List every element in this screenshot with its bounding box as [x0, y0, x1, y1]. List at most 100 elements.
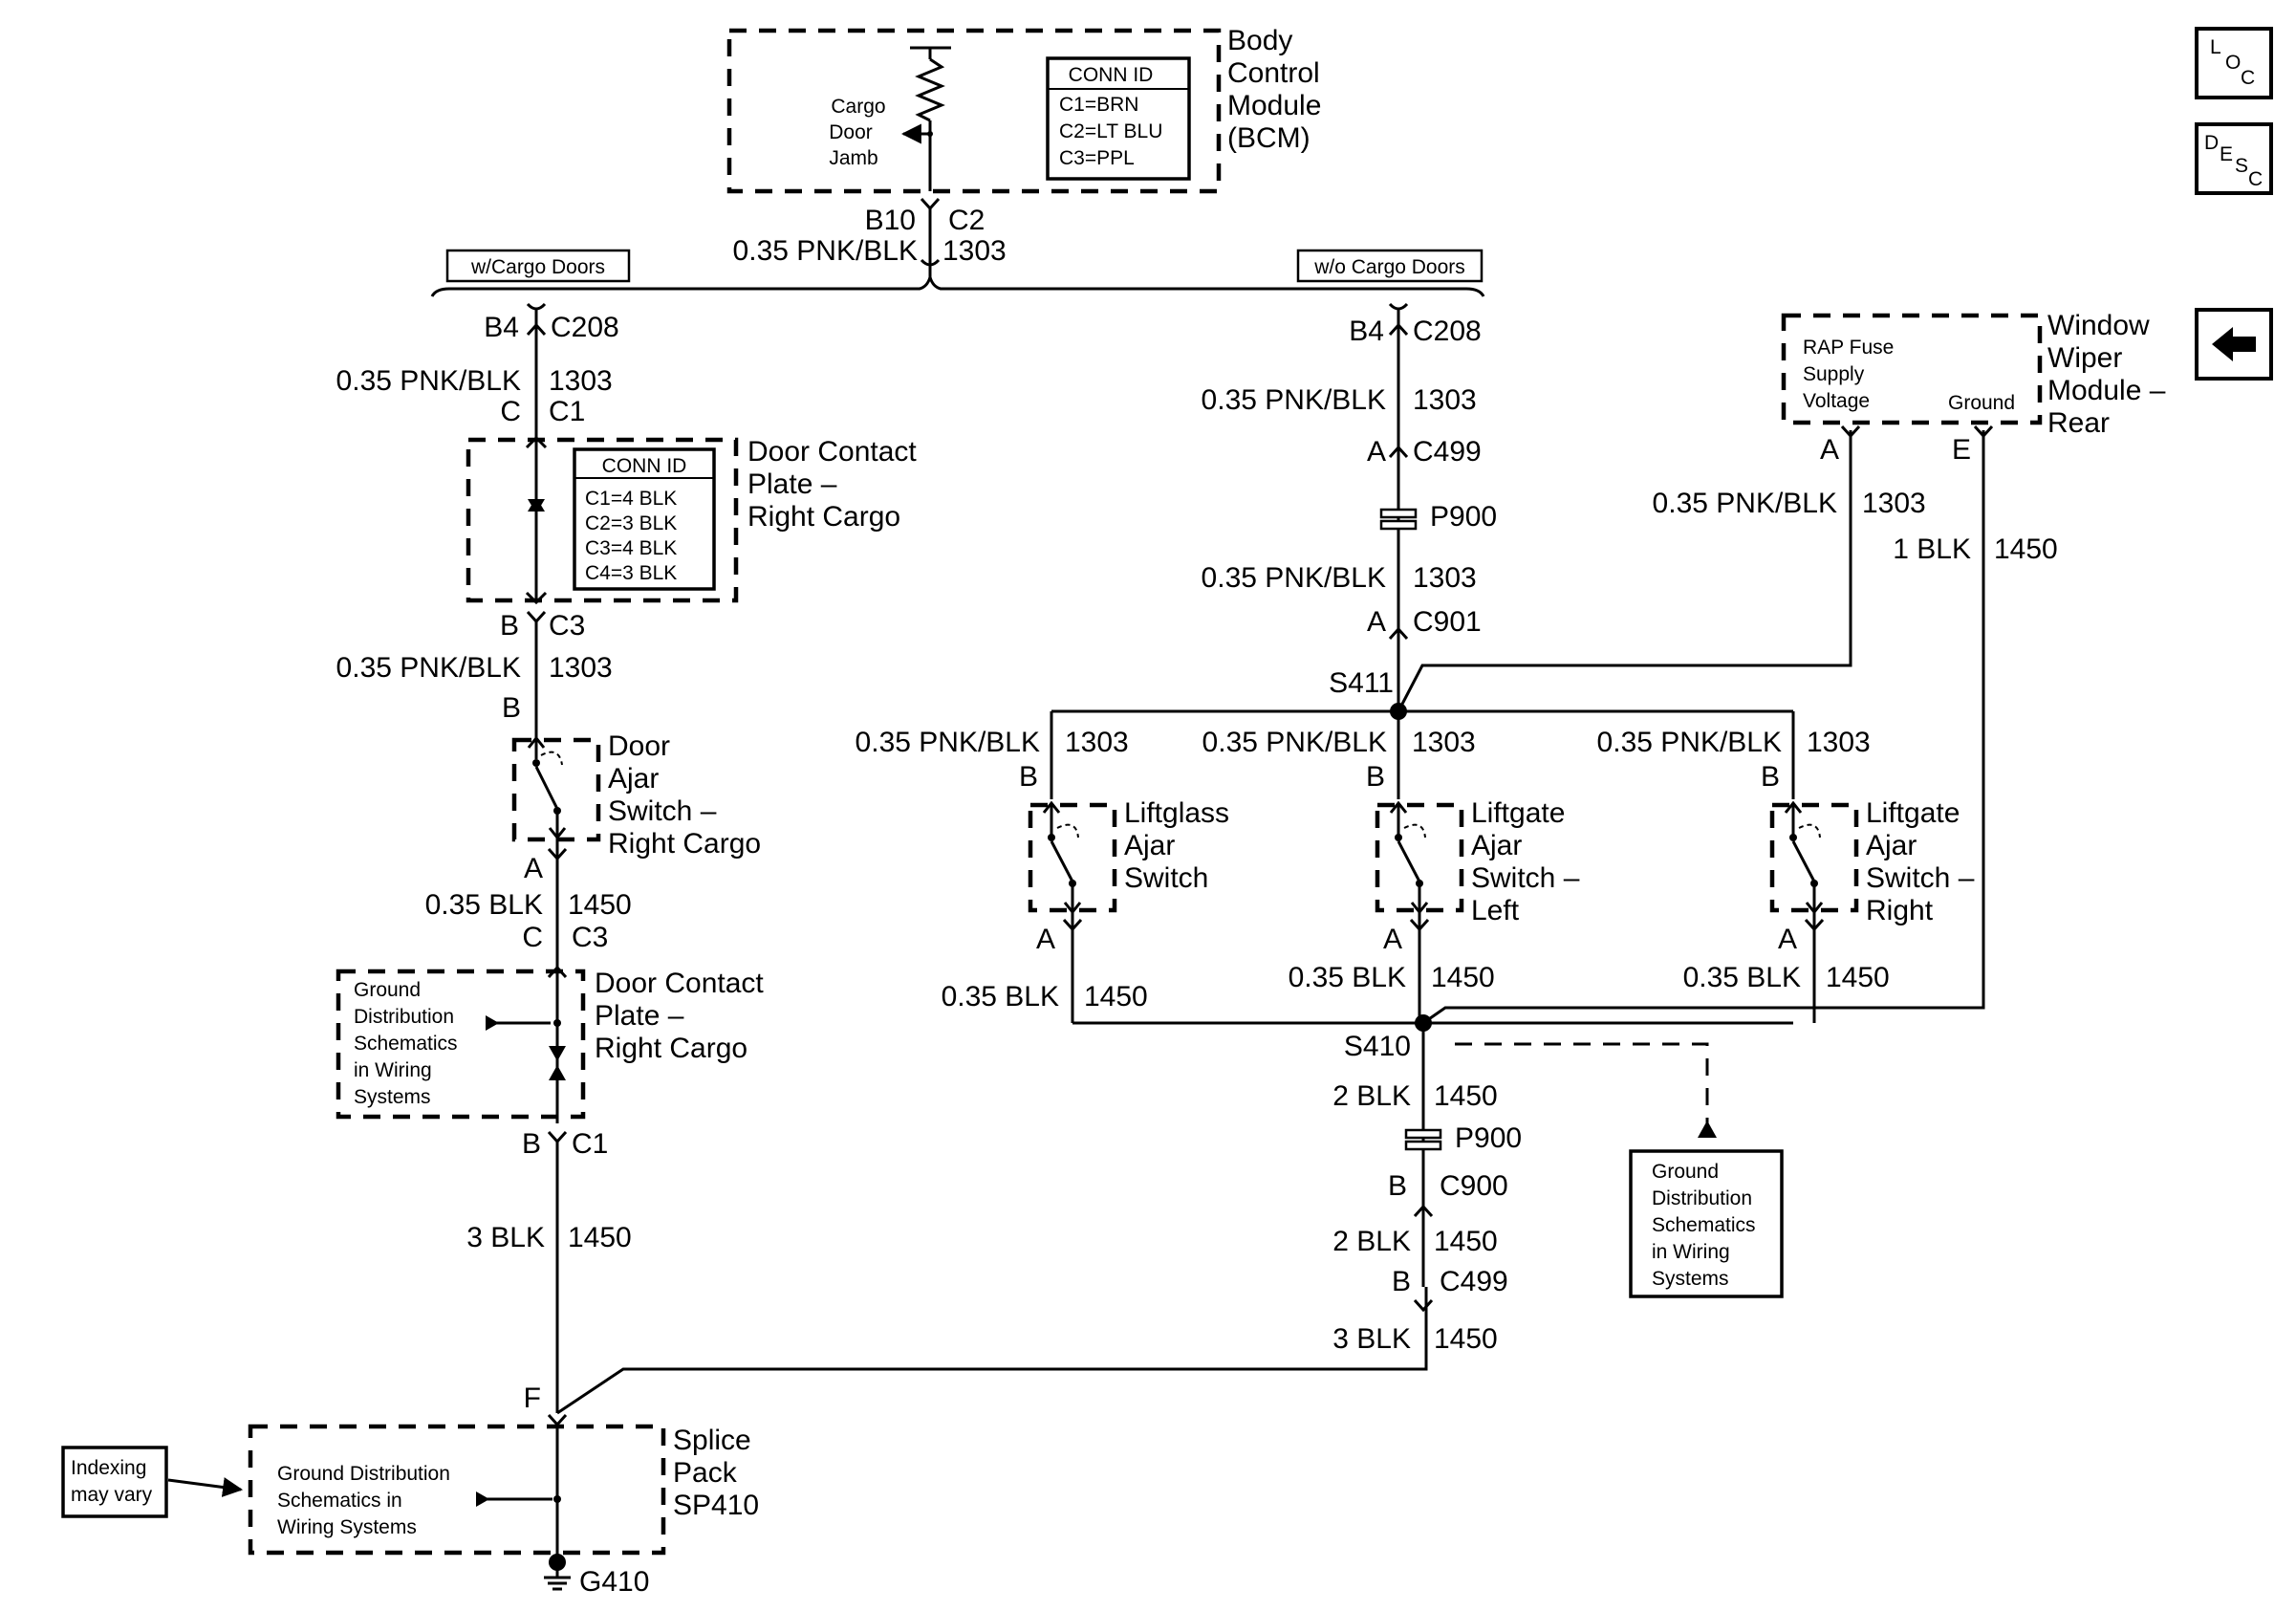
splice-pack: Ground Distribution Schematics in Wiring… [248, 1413, 759, 1598]
connector-symbol [1805, 902, 1824, 915]
switch-blade [1397, 840, 1421, 882]
connector-symbol [1388, 445, 1409, 459]
loc-letter: O [2225, 52, 2241, 74]
wiper-circuit-a: 1303 [1862, 488, 1926, 519]
center-c499b-label: C499 [1440, 1266, 1508, 1297]
splice-s411-label: S411 [1329, 667, 1394, 699]
connector-symbol [920, 258, 941, 267]
center-wire-1: 0.35 PNK/BLK [1202, 384, 1386, 416]
left-wire-3: 0.35 BLK [425, 889, 543, 921]
switch-pin-a: A [1383, 924, 1402, 955]
loc-button[interactable]: L O C [2195, 27, 2273, 99]
switch-ground-wire-label: 0.35 BLK [1289, 962, 1406, 993]
wiper-module-box [1781, 313, 2043, 425]
switch-circuit-label: 1303 [1412, 727, 1476, 758]
center-p900-label: P900 [1430, 501, 1497, 533]
plate2-inner-5: Systems [354, 1086, 431, 1108]
switch-blade [1050, 840, 1074, 882]
plate1-title-3: Right Cargo [747, 501, 900, 533]
switch-title: Liftgate [1866, 797, 1960, 829]
switch-pin-a: A [1778, 924, 1797, 955]
resistor-symbol [915, 57, 945, 122]
splice-inner-1: Ground Distribution [277, 1463, 450, 1485]
plate2-inner-1: Ground [354, 979, 421, 1001]
switch-title: Liftglass [1124, 797, 1229, 829]
center-circuit-2: 1303 [1413, 562, 1477, 594]
switch-pin-b: B [1761, 761, 1780, 793]
plate-conn-row: C2=3 BLK [585, 512, 677, 534]
switch-pin-a: A [1036, 924, 1055, 955]
desc-button[interactable]: D E S C [2195, 122, 2273, 195]
connector-symbol [1063, 902, 1082, 915]
left-c208-pin: B4 [484, 312, 519, 343]
center-c499-label: C499 [1413, 436, 1482, 468]
plate2-inner-4: in Wiring [354, 1059, 432, 1081]
switch-title: Ajar [1471, 830, 1522, 861]
contact-arrow-icon [549, 1046, 566, 1061]
desc-letter: S [2235, 155, 2248, 177]
door-switch-title-3: Switch – [608, 795, 717, 827]
door-switch-title-4: Right Cargo [608, 828, 761, 860]
ground-ref-2: Distribution [1652, 1187, 1752, 1209]
ground-ref-arrow-icon [1698, 1121, 1717, 1138]
contact-arrow-icon [549, 1065, 566, 1080]
left-c3b-pin: C [522, 922, 543, 953]
center-circuit-5: 1450 [1434, 1080, 1498, 1112]
left-c1-label: C1 [549, 396, 585, 427]
left-c208-label: C208 [551, 312, 619, 343]
center-c499b-pin: B [1392, 1266, 1411, 1297]
connector-symbol [1388, 322, 1409, 337]
door-ajar-switch-box [511, 737, 601, 842]
left-switch-pin-a: A [524, 853, 543, 884]
connector-symbol [1413, 1204, 1434, 1218]
switch-title: Left [1471, 895, 1520, 926]
plate-conn-row: C1=4 BLK [585, 488, 677, 510]
center-wire-6: 2 BLK [1332, 1226, 1411, 1257]
wiper-title-3: Module – [2047, 375, 2166, 406]
bcm-title-2: Control [1227, 57, 1320, 89]
switch-actuator [1403, 823, 1426, 838]
splice-title-3: SP410 [673, 1490, 759, 1521]
splice-title-1: Splice [673, 1425, 751, 1456]
wiper-supply-wire [1397, 430, 1852, 712]
connector-symbol [1804, 918, 1825, 932]
bcm-inner-label-1: Cargo [831, 96, 885, 118]
switch-wire-label: 0.35 PNK/BLK [1597, 727, 1782, 758]
back-button[interactable] [2195, 308, 2273, 381]
desc-letter: C [2248, 168, 2263, 190]
option-bracket [430, 272, 1485, 297]
switch-ground-circuit-label: 1450 [1826, 962, 1890, 993]
bcm-pin-left: B10 [865, 205, 916, 236]
option-left-label: w/Cargo Doors [470, 256, 605, 278]
ground-ref-3: Schematics [1652, 1214, 1756, 1236]
wiper-ground-label: Ground [1948, 392, 2015, 414]
switch-ground-wire-label: 0.35 BLK [1683, 962, 1801, 993]
center-c901-label: C901 [1413, 606, 1482, 638]
connector-symbol [1062, 918, 1083, 932]
p900b-connector-icon [1404, 1140, 1442, 1151]
plate-conn-row: C3=4 BLK [585, 537, 677, 559]
switch-pin-b: B [1366, 761, 1385, 793]
indexing-note-box [61, 1446, 168, 1518]
bcm-pin-right: C2 [948, 205, 985, 236]
connector-symbol [1413, 1298, 1434, 1313]
switch-circuit-label: 1303 [1065, 727, 1129, 758]
switch-title: Switch – [1471, 862, 1580, 894]
connector-symbol [1973, 425, 1994, 439]
switch-actuator [1056, 823, 1079, 838]
switch-ground-wire-label: 0.35 BLK [942, 981, 1059, 1012]
option-label-box [1296, 249, 1484, 283]
bcm-title-1: Body [1227, 25, 1292, 56]
left-circuit-2: 1303 [549, 652, 613, 684]
connector-symbol [547, 965, 568, 979]
wiper-wire-a: 0.35 PNK/BLK [1653, 488, 1837, 519]
switch-title: Ajar [1866, 830, 1917, 861]
connector-symbol [1388, 626, 1409, 641]
plate-conn-row: C4=3 BLK [585, 562, 677, 584]
ground-ref-4: in Wiring [1652, 1241, 1730, 1263]
bcm-conn-row: C3=PPL [1059, 147, 1135, 169]
connector-symbol [1410, 902, 1429, 915]
left-wire-4: 3 BLK [466, 1222, 545, 1253]
